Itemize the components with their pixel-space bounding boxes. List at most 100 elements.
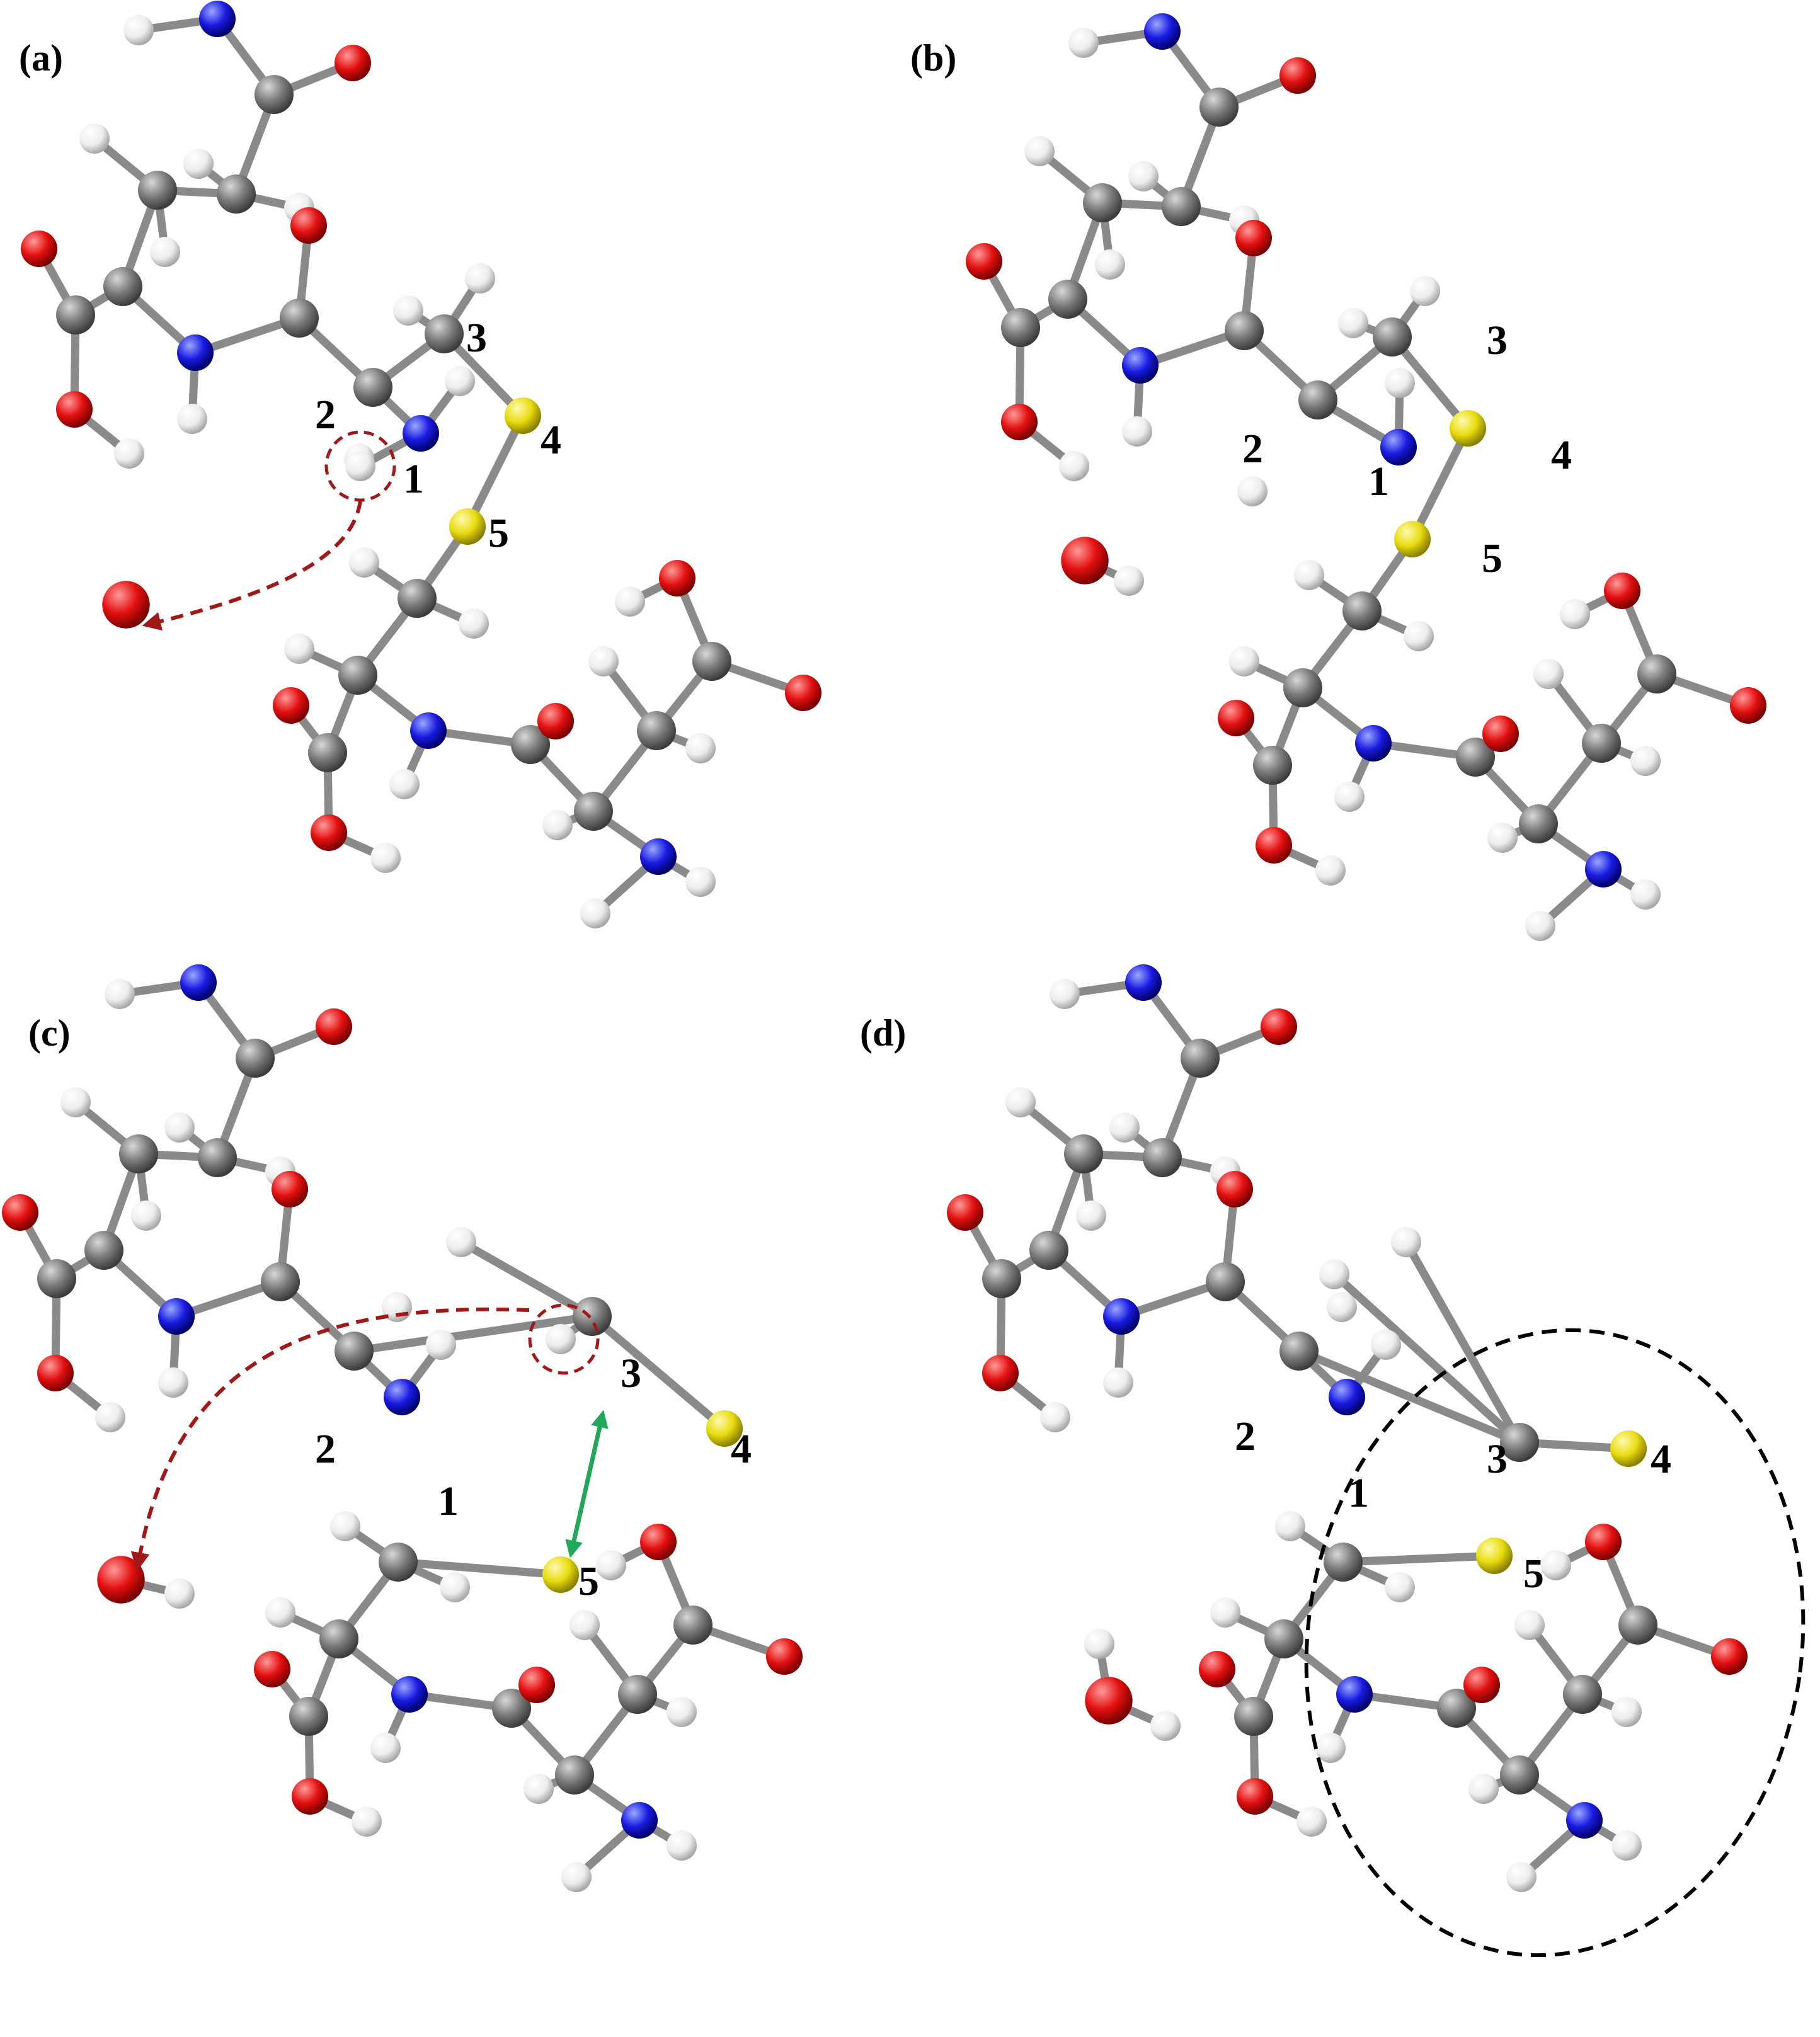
hydrogen-atom — [114, 438, 144, 469]
hydrogen-atom — [440, 1572, 470, 1602]
oxygen-atom — [659, 560, 695, 596]
hydrogen-atom — [596, 1550, 626, 1580]
water-oxygen-atom — [1085, 1677, 1133, 1725]
carbon-atom — [1199, 88, 1239, 127]
oxygen-atom — [947, 1194, 983, 1231]
sulfur-atom — [449, 508, 486, 545]
panel-b: (b) 2 1 3 4 5 — [910, 13, 1766, 941]
panel-c: (c) 2 1 3 4 5 — [2, 964, 803, 1892]
panel-a: (a) 2 1 3 4 5 — [19, 1, 821, 928]
carbon-atom — [692, 642, 731, 681]
water-hydrogen-atom — [1150, 1711, 1181, 1741]
carbon-atom — [1064, 1134, 1103, 1173]
carbon-atom — [1324, 1543, 1363, 1582]
nitrogen-atom — [1125, 964, 1162, 1001]
panel-b-atoms — [966, 13, 1766, 941]
nitrogen-atom — [384, 1379, 420, 1415]
hydrogen-atom — [1533, 659, 1564, 689]
bond — [1388, 333, 1472, 433]
oxygen-atom — [290, 207, 327, 244]
panel-c-atom-4: 4 — [731, 1426, 752, 1472]
nitrogen-atom — [1380, 429, 1417, 465]
hydrogen-atom — [1294, 560, 1324, 590]
hydrogen-atom — [105, 979, 135, 1009]
panel-d-atom-2: 2 — [1235, 1413, 1256, 1459]
hydrogen-atom — [177, 404, 207, 434]
nitrogen-atom — [180, 964, 217, 1001]
nitrogen-atom — [1103, 1298, 1140, 1335]
nitrogen-atom — [1336, 1676, 1373, 1713]
oxygen-atom — [1711, 1638, 1748, 1675]
hydrogen-atom — [349, 547, 379, 578]
hydrogen-atom — [95, 1402, 125, 1432]
hydrogen-atom — [150, 237, 180, 267]
hydrogen-atom — [1275, 1511, 1305, 1541]
hydrogen-atom — [1024, 136, 1055, 166]
panel-c-atom-3: 3 — [621, 1350, 641, 1396]
carbon-atom — [236, 1039, 275, 1078]
panel-b-bonds — [980, 27, 1753, 930]
oxygen-atom — [1256, 827, 1292, 864]
oxygen-atom — [56, 391, 93, 428]
hydrogen-atom — [1076, 1201, 1106, 1231]
sulfur-atom — [505, 397, 541, 434]
hydrogen-atom — [1630, 879, 1661, 910]
hydrogen-atom — [615, 586, 645, 617]
oxygen-atom — [1199, 1651, 1235, 1687]
nitrogen-atom — [410, 712, 447, 749]
oxygen-atom — [273, 687, 309, 724]
hydrogen-atom — [1410, 276, 1440, 306]
carbon-atom — [56, 295, 95, 334]
carbon-atom — [1083, 183, 1122, 222]
oxygen-atom — [2, 1194, 38, 1231]
hydrogen-atom — [60, 1087, 91, 1117]
hydrogen-atom — [1128, 161, 1159, 191]
hydrogen-atom — [1059, 451, 1089, 481]
panel-b-atom-4: 4 — [1551, 432, 1572, 478]
hydrogen-atom — [1404, 621, 1434, 651]
carbon-atom — [1500, 1423, 1539, 1462]
carbon-atom — [217, 174, 256, 214]
carbon-atom — [1456, 738, 1495, 777]
hydrogen-atom — [1095, 249, 1125, 280]
nitrogen-atom — [391, 1676, 428, 1713]
panel-d: (d) 2 1 3 4 5 — [860, 964, 1806, 1958]
bond — [463, 411, 527, 531]
carbon-atom — [280, 299, 319, 338]
hydrogen-atom — [667, 1830, 697, 1861]
carbon-atom — [1373, 317, 1412, 357]
oxygen-atom — [1216, 1171, 1253, 1207]
carbon-atom — [1225, 311, 1264, 350]
carbon-atom — [198, 1138, 237, 1177]
hydrogen-atom — [1385, 1572, 1415, 1602]
carbon-atom — [308, 733, 347, 772]
hydrogen-atom — [685, 867, 716, 897]
panel-c-transfer-arrow — [130, 1307, 530, 1572]
carbon-atom — [1048, 280, 1087, 319]
panel-d-atom-4: 4 — [1651, 1436, 1671, 1482]
carbon-atom — [1001, 308, 1040, 347]
oxygen-atom — [254, 1651, 290, 1687]
carbon-atom — [1206, 1262, 1245, 1301]
panel-a-atom-1: 1 — [403, 456, 424, 502]
nitrogen-atom — [199, 1, 236, 37]
carbon-atom — [618, 1675, 657, 1714]
sulfur-atom — [1610, 1430, 1647, 1467]
hydrogen-atom — [1385, 368, 1415, 398]
hydrogen-atom — [1319, 1259, 1349, 1289]
carbon-atom — [555, 1755, 594, 1795]
hydrogen-atom — [1525, 911, 1555, 941]
panel-b-label: (b) — [910, 37, 956, 79]
panel-d-atoms — [947, 964, 1748, 1892]
hydrogen-atom — [352, 1806, 382, 1837]
carbon-atom — [37, 1259, 76, 1298]
hydrogen-atom — [1050, 979, 1080, 1009]
panel-c-hydrogen-highlight — [528, 1303, 600, 1375]
hydrogen-atom — [1611, 1697, 1642, 1727]
hydrogen-atom — [1334, 782, 1365, 812]
sulfur-atom — [542, 1556, 579, 1593]
oxygen-atom — [982, 1355, 1019, 1391]
carbon-atom — [1298, 380, 1337, 419]
carbon-atom — [1563, 1675, 1602, 1714]
hydrogen-atom — [393, 295, 423, 326]
